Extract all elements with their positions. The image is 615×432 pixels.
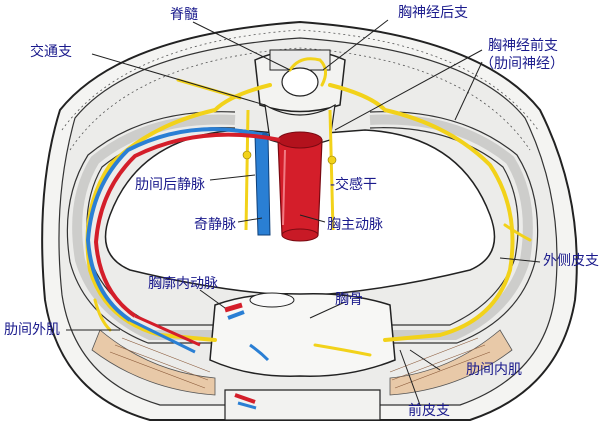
sternum [209, 292, 396, 421]
label-spinal-cord: 脊髓 [170, 7, 198, 23]
label-azygos-vein: 奇静脉 [194, 217, 236, 233]
intercostal-vessels [85, 127, 281, 410]
sympathetic-trunks [242, 109, 337, 231]
right-ribs [369, 111, 539, 344]
label-intercostal-nerve: （肋间神经） [480, 56, 564, 72]
label-sternum: 胸骨 [335, 292, 363, 308]
label-anterior-branch: 胸神经前支 [488, 38, 558, 54]
spinal-cord [281, 67, 319, 97]
label-thoracic-aorta: 胸主动脉 [327, 217, 383, 233]
label-posterior-intercostal-vein: 肋间后静脉 [135, 177, 205, 193]
label-lateral-cutaneous-branch: 外侧皮支 [543, 253, 599, 269]
label-communicating-branch: 交通支 [30, 44, 72, 60]
label-internal-intercostal-muscle: 肋间内肌 [466, 362, 522, 378]
label-internal-thoracic-artery: 胸廓内动脉 [148, 276, 218, 292]
thoracic-aorta [277, 131, 323, 242]
azygos-vein [254, 132, 271, 236]
label-external-intercostal-muscle: 肋间外肌 [4, 322, 60, 338]
label-anterior-cutaneous-branch: 前皮支 [408, 403, 450, 419]
intercostal-muscles [91, 329, 513, 396]
label-posterior-branch: 胸神经后支 [398, 5, 468, 21]
label-sympathetic-trunk: -交感干 [330, 177, 378, 193]
leader-lines [66, 19, 541, 406]
